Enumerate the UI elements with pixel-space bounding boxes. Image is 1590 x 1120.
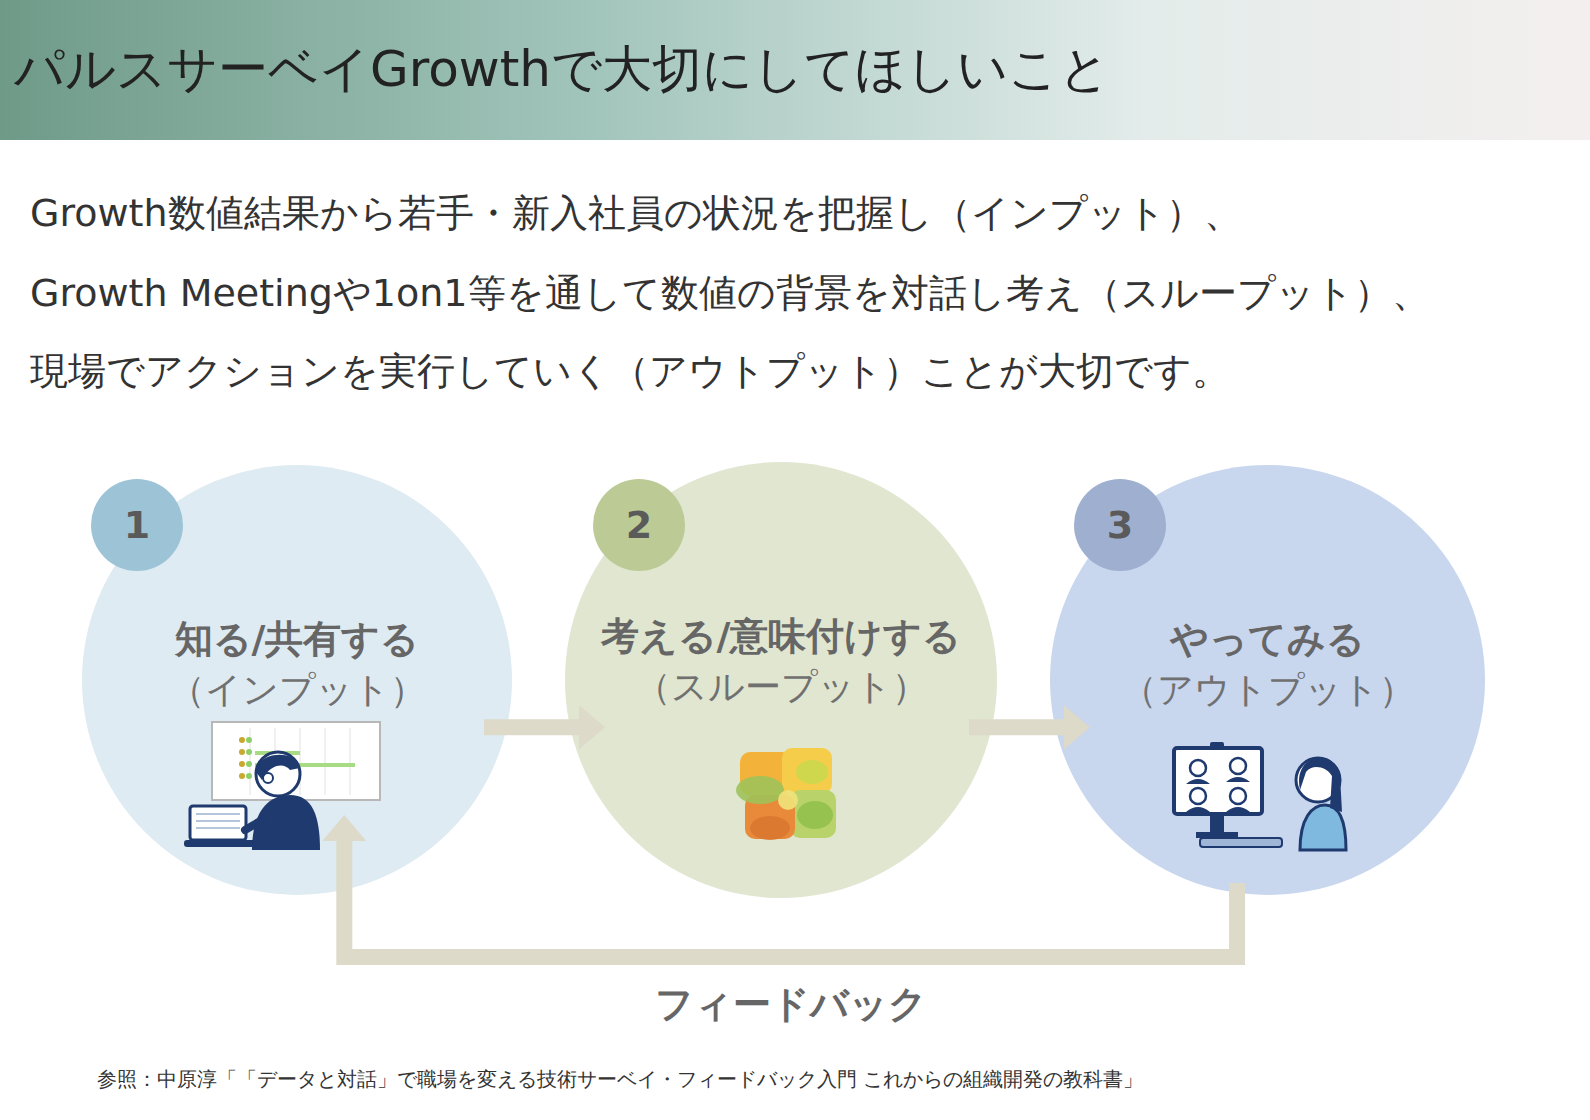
- circle-fill: [1074, 479, 1166, 571]
- circle-fill: [1050, 465, 1485, 895]
- number-circle: 2: [593, 479, 685, 571]
- body-text: Growth数値結果から若手・新入社員の状況を把握し（インプット）、: [30, 188, 1242, 239]
- circle-fill: [593, 479, 685, 571]
- arrow-head: [579, 705, 605, 749]
- node-text: 1: [91, 479, 183, 571]
- step-heading: やってみる: [1170, 613, 1365, 665]
- arrow-head: [1064, 705, 1090, 749]
- node-text: やってみる（アウトプット）: [1050, 613, 1485, 715]
- circle-fill: [91, 479, 183, 571]
- body-text: 現場でアクションを実行していく（アウトプット）ことが大切です。: [30, 346, 1230, 397]
- arrow-head: [322, 815, 366, 841]
- flow-arrow: [969, 705, 1090, 749]
- circle-fill: [82, 465, 512, 895]
- node-text: 2: [593, 479, 685, 571]
- node-text: 知る/共有する（インプット）: [82, 613, 512, 715]
- callout-number: 3: [1107, 503, 1133, 547]
- dialogue-illustration: [736, 748, 836, 840]
- step-heading: 考える/意味付けする: [601, 610, 962, 662]
- caption: 参照：中原淳「「データと対話」で職場を変える技術サーベイ・フィードバック入門 こ…: [97, 1066, 1143, 1093]
- node-text: 3: [1074, 479, 1166, 571]
- arrow-line: [969, 719, 1070, 735]
- edge-label: フィードバック: [655, 979, 927, 1030]
- step-circle: やってみる（アウトプット） 3: [1050, 465, 1485, 895]
- step-subheading: （アウトプット）: [1121, 665, 1415, 715]
- step-subheading: （インプット）: [169, 665, 426, 715]
- node-text: 考える/意味付けする（スループット）: [565, 610, 997, 712]
- step-heading: 知る/共有する: [175, 613, 420, 665]
- step-subheading: （スループット）: [635, 662, 928, 712]
- number-circle: 1: [91, 479, 183, 571]
- arrow-line: [344, 835, 1237, 957]
- callout-number: 2: [626, 503, 652, 547]
- arrow-line: [484, 719, 585, 735]
- flow-arrow: [484, 705, 605, 749]
- flow-arrow: [322, 815, 1237, 957]
- title: パルスサーベイGrowthで大切にしてほしいこと: [14, 36, 1110, 103]
- number-circle: 3: [1074, 479, 1166, 571]
- analyst-illustration: [184, 722, 380, 850]
- body-text: Growth Meetingや1on1等を通して数値の背景を対話し考え（スループ…: [30, 268, 1430, 319]
- callout-number: 1: [124, 503, 150, 547]
- circle-fill: [565, 462, 997, 898]
- video-call-illustration: [1174, 742, 1346, 850]
